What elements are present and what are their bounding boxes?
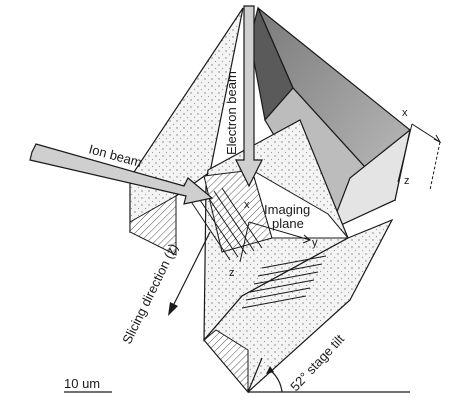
front-slice-line bbox=[253, 271, 319, 285]
tilt-edge bbox=[247, 357, 263, 393]
electron-beam-arrow: Electron beam bbox=[224, 5, 263, 188]
stage-tilt-annotation bbox=[247, 357, 410, 393]
slice-line bbox=[205, 193, 247, 255]
stage-slab-end-face bbox=[203, 329, 249, 394]
front-slice-line bbox=[241, 295, 307, 309]
y-axis-arrow bbox=[248, 221, 311, 241]
left-slab-end-face bbox=[129, 195, 177, 256]
front-slice-line bbox=[257, 263, 323, 277]
slicing-direction-arrowhead bbox=[168, 302, 178, 316]
front-slice-lines bbox=[241, 255, 327, 309]
slicing-direction-label: Slicing direction (z) bbox=[119, 241, 181, 346]
axis-x-sample-label: x bbox=[244, 199, 250, 211]
sample-left-slab bbox=[129, 7, 244, 256]
front-slice-line bbox=[245, 287, 311, 301]
y-axis-arrowhead bbox=[302, 234, 311, 244]
scale-bar-label: 10 um bbox=[64, 376, 100, 391]
front-slice-line bbox=[249, 279, 315, 293]
slice-line bbox=[197, 196, 239, 258]
imaging-plane-label-line1: Imaging bbox=[264, 202, 310, 217]
stage-x-axis bbox=[411, 123, 441, 143]
stage-axes bbox=[397, 123, 442, 191]
tilt-arc bbox=[269, 369, 283, 393]
imaging-plane-label-line2: plane bbox=[272, 216, 304, 231]
stage-z-axis bbox=[397, 123, 413, 183]
stage-axis-dash bbox=[429, 141, 441, 191]
slice-line bbox=[221, 187, 263, 249]
scale-bar: 10 um bbox=[64, 376, 112, 393]
slice-line bbox=[213, 190, 255, 252]
slice-line bbox=[189, 199, 231, 261]
ion-beam-shape bbox=[29, 143, 214, 205]
z-axis-arrow bbox=[239, 221, 250, 263]
electron-beam-shape bbox=[235, 5, 263, 188]
imaging-plane-top bbox=[251, 168, 350, 239]
slicing-direction-line bbox=[171, 231, 211, 309]
electron-beam-label: Electron beam bbox=[224, 71, 239, 155]
axis-z-stage-label: z bbox=[404, 175, 410, 187]
slicing-direction-arrow: Slicing direction (z) bbox=[119, 231, 211, 346]
tilt-arrowhead bbox=[266, 366, 274, 374]
axis-z-sample-label: z bbox=[229, 267, 235, 279]
front-slice-line bbox=[261, 255, 327, 269]
axis-x-stage-label: x bbox=[402, 107, 408, 119]
slice-lines bbox=[189, 187, 263, 261]
axis-y-sample-label: y bbox=[312, 237, 318, 249]
sample-axes bbox=[239, 221, 311, 263]
